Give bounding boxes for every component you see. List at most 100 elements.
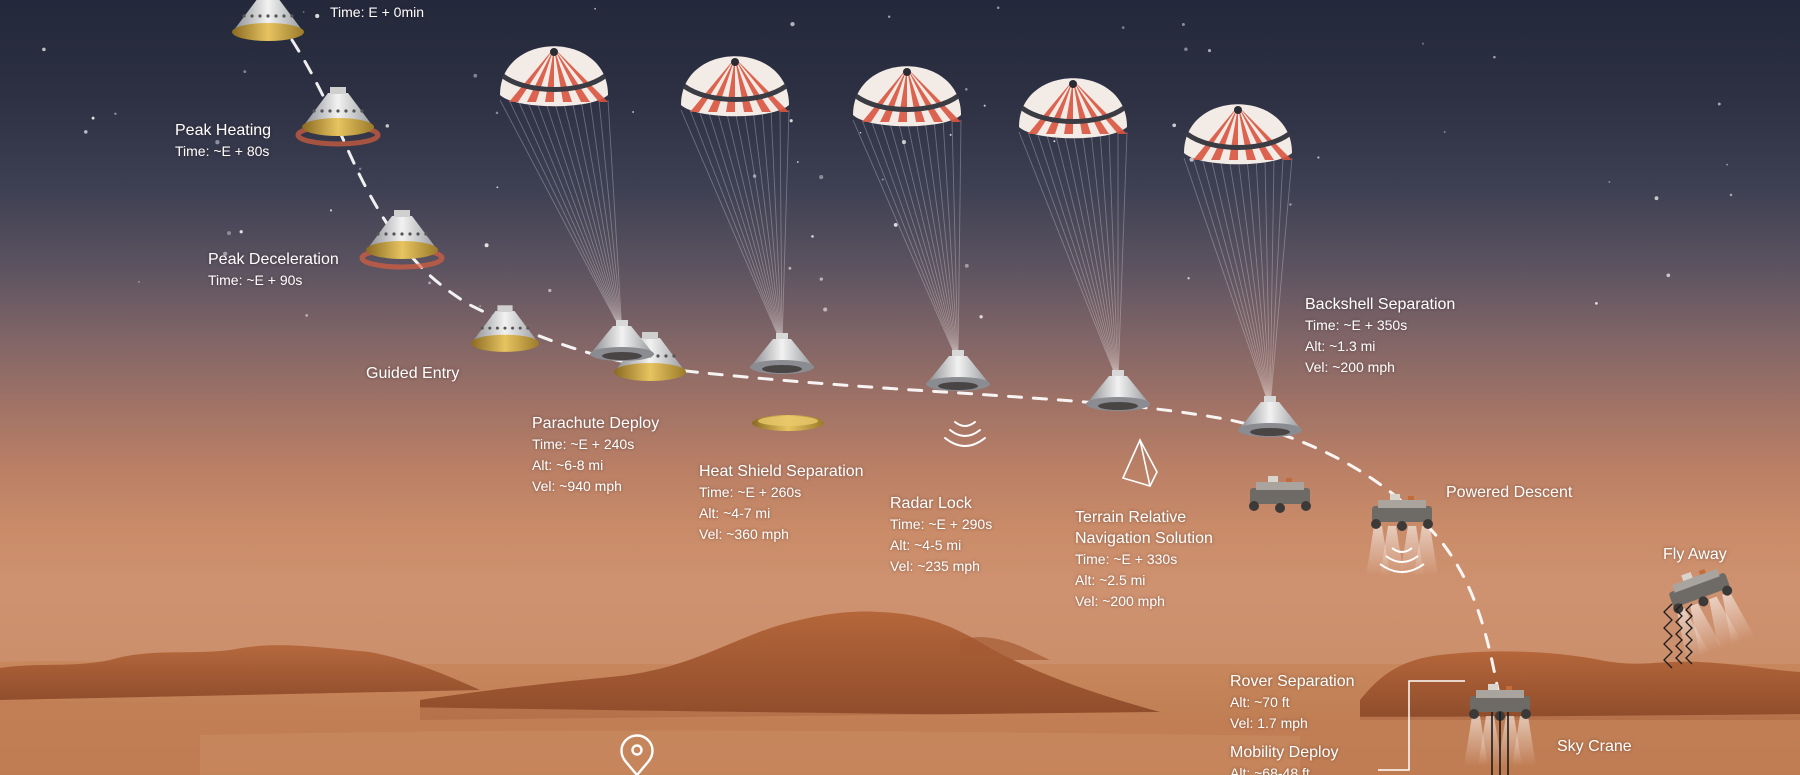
star [1172,123,1177,128]
stage-detail: Vel: ~200 mph [1305,359,1395,375]
descent-stage-icon [1249,476,1311,513]
star [965,88,968,91]
star [358,167,362,171]
star [1493,55,1496,59]
capsule-icon [232,0,304,41]
entry-capsules [232,0,686,381]
star [632,111,635,113]
terrain-pyramid-icon [1121,438,1158,487]
star [1289,203,1292,206]
label-connectors [1378,680,1465,771]
capsule-icon [359,210,445,270]
star [114,112,117,115]
stage-detail: Time: ~E + 330s [1075,551,1178,567]
stage-detail: Vel: ~235 mph [890,558,980,574]
parachute-icon [1018,78,1150,411]
starfield [42,6,1733,319]
star [495,111,499,115]
radar-waves-icon [1379,547,1425,573]
star [329,209,333,212]
star [215,140,220,145]
stage-title-line2: Navigation Solution [1075,530,1213,547]
stage-title: Heat Shield Separation [699,463,864,480]
parachute-icon [680,56,814,374]
star [1595,302,1598,305]
stage-detail: Vel: ~200 mph [1075,593,1165,609]
star [752,174,757,178]
stage-title: Peak Deceleration [208,251,339,268]
descent-stage-icon [1464,684,1536,766]
star [819,277,823,281]
star [1189,157,1194,162]
stage-detail: Time: ~E + 350s [1305,317,1408,333]
stage-detail: Time: E + 0min [330,4,425,20]
label-entry: Time: E + 0min [330,2,424,23]
label-guided-entry: Guided Entry [366,363,459,384]
star [84,130,88,134]
star [1121,26,1125,29]
star [1187,277,1190,280]
stage-detail: Alt: ~4-7 mi [699,505,771,521]
star [91,116,95,120]
star [496,186,499,189]
star [227,231,231,236]
star [239,230,243,234]
star [223,251,228,256]
star [1317,156,1320,159]
stage-title: Peak Heating [175,122,272,139]
star [385,124,390,128]
capsule-icon [295,87,381,147]
stage-detail: Alt: ~6-8 mi [532,457,604,473]
star [893,223,898,227]
star [823,307,828,312]
descent-stages [1249,476,1755,766]
star [1654,196,1659,201]
stage-title: Guided Entry [366,365,460,382]
star [964,263,969,268]
label-powered-descent: Powered Descent [1446,482,1572,503]
star [243,70,247,74]
star [479,305,481,307]
stage-detail: Vel: ~940 mph [532,478,622,494]
star [137,280,140,283]
heat-shield-icon [752,415,824,431]
stage-detail: Time: ~E + 260s [699,484,802,500]
stage-title: Mobility Deploy [1230,744,1339,761]
sky-crane-icon [1491,712,1509,775]
star [473,73,478,78]
descent-stage-icon [1366,494,1438,576]
parachute-icon [852,66,990,391]
stage-title: Parachute Deploy [532,415,660,432]
star [484,243,489,248]
star [983,104,986,107]
star [1443,130,1446,133]
star [979,315,983,319]
star [1207,49,1212,53]
fly-away-cables [1663,603,1693,669]
star [819,175,824,180]
stage-detail: Time: ~E + 290s [890,516,993,532]
stage-title: Terrain Relative [1075,509,1187,526]
star [594,7,596,10]
star [901,140,907,145]
star [1726,163,1728,166]
star [811,235,814,238]
label-sky-crane: Sky Crane [1557,736,1632,757]
star [996,6,1000,9]
radar-waves-icon [944,421,986,447]
stage-detail: Alt: ~2.5 mi [1075,572,1146,588]
stage-title: Backshell Separation [1305,296,1456,313]
parachute-icon [1183,104,1302,437]
star [1717,102,1721,106]
star [788,266,792,270]
star [790,21,795,27]
